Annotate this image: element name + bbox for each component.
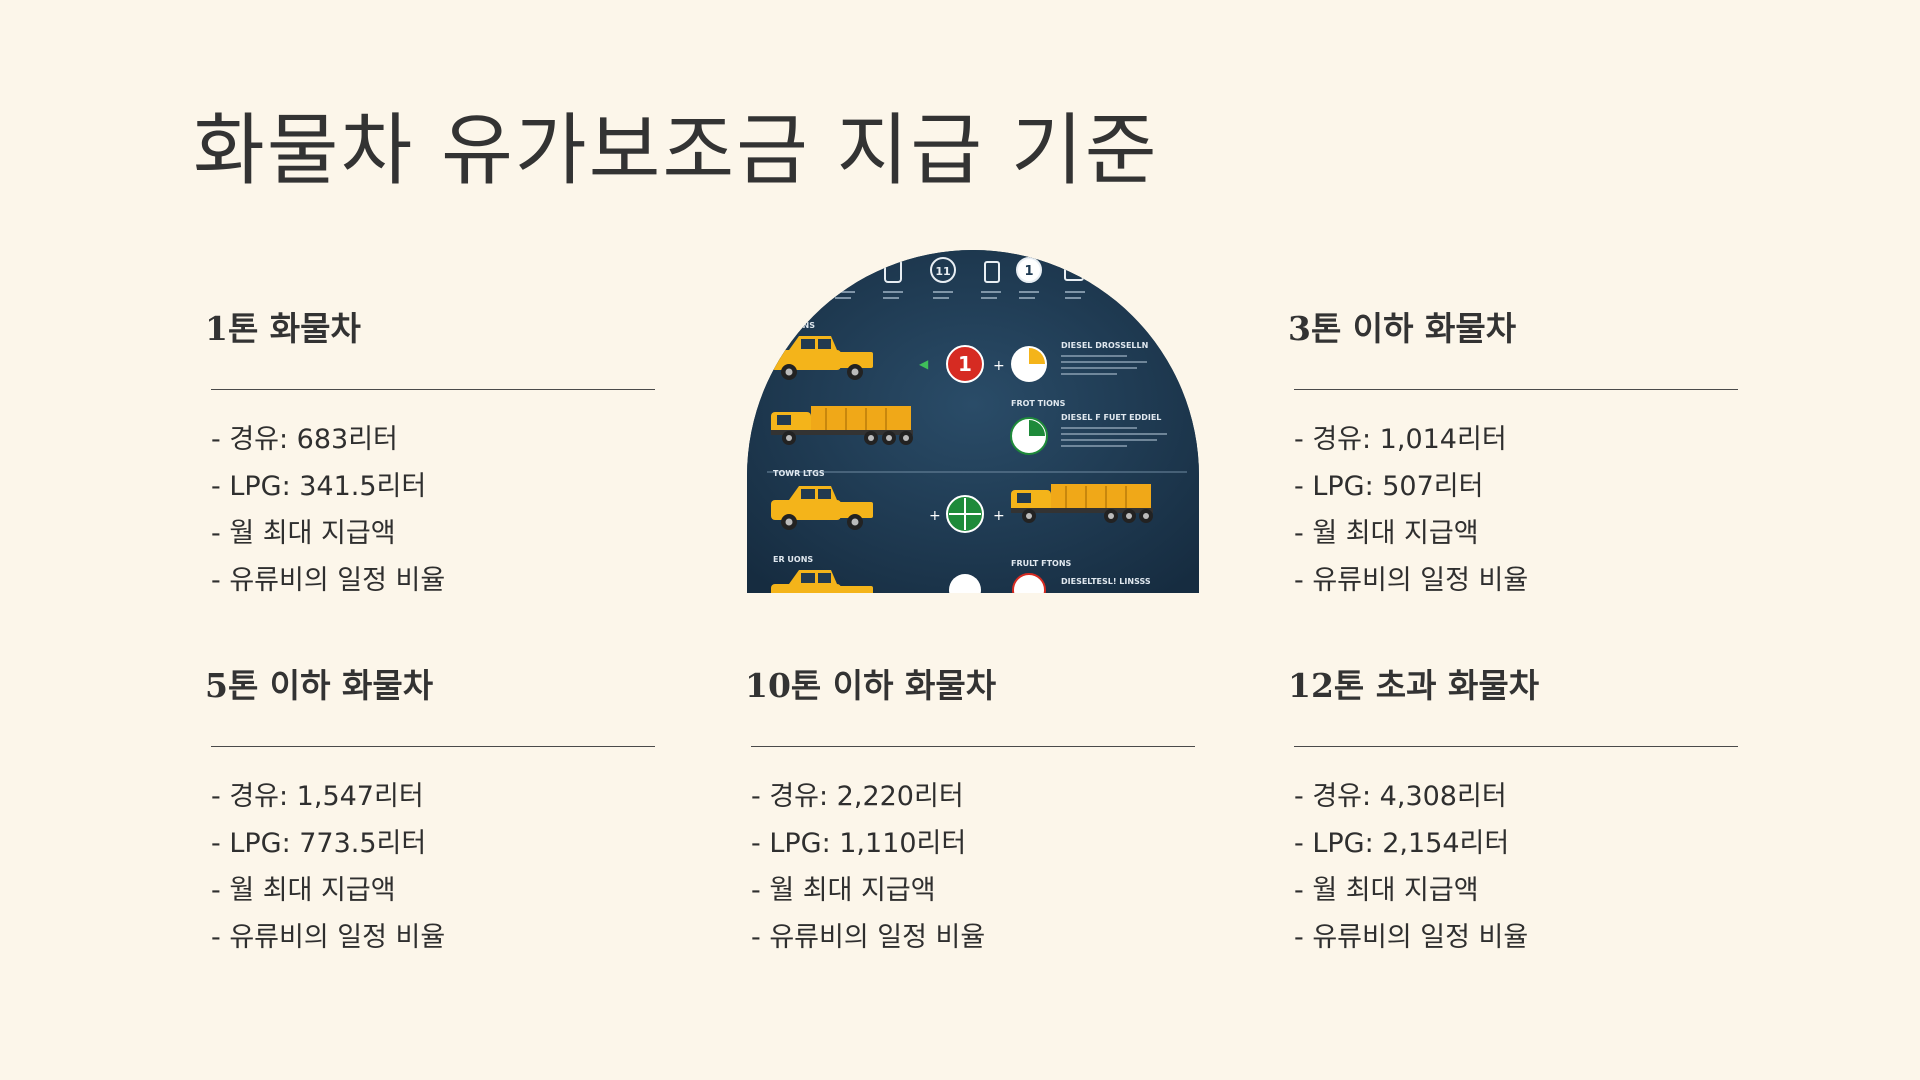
list-item: - LPG: 341.5리터 bbox=[211, 471, 427, 502]
truck-infographic-image: 11 1 E DEKINS ◀ 1 + DIESEL DROSSELLN FRO… bbox=[747, 250, 1199, 593]
number-badge-icon bbox=[1016, 257, 1042, 283]
counter-icon bbox=[930, 257, 956, 283]
list-item: - 유류비의 일정 비율 bbox=[751, 922, 986, 953]
list-item: - 경유: 4,308리터 bbox=[1294, 781, 1507, 812]
icon-number: 1 bbox=[1024, 264, 1033, 279]
list-item: - 월 최대 지급액 bbox=[1294, 875, 1479, 906]
list-item: - LPG: 2,154리터 bbox=[1294, 828, 1510, 859]
card-list: - 경유: 2,220리터 - LPG: 1,110리터 - 월 최대 지급액 … bbox=[745, 773, 1191, 961]
card-title: 1톤 화물차 bbox=[205, 309, 361, 348]
list-item: - 월 최대 지급액 bbox=[751, 875, 936, 906]
list-item: - 월 최대 지급액 bbox=[211, 875, 396, 906]
infographic-label: TOWR LTGS bbox=[773, 469, 825, 478]
infographic-label: DIESEL F FUET EDDIEL bbox=[1061, 413, 1161, 422]
gauge-slice bbox=[1029, 348, 1045, 364]
list-item: - 경유: 683리터 bbox=[211, 424, 398, 455]
list-item: - LPG: 773.5리터 bbox=[211, 828, 427, 859]
number-badge-icon bbox=[946, 345, 984, 383]
list-item: - 유류비의 일정 비율 bbox=[211, 565, 446, 596]
list-item: - 경유: 1,014리터 bbox=[1294, 424, 1507, 455]
icon-number: 11 bbox=[935, 265, 950, 278]
page-title: 화물차 유가보조금 지급 기준 bbox=[193, 106, 1159, 196]
card-list: - 경유: 1,014리터 - LPG: 507리터 - 월 최대 지급액 - … bbox=[1288, 416, 1734, 604]
pump-icon bbox=[984, 261, 1000, 283]
list-item: - 유류비의 일정 비율 bbox=[211, 922, 446, 953]
card-title: 12톤 초과 화물차 bbox=[1288, 666, 1540, 705]
infographic-label: FROT TIONS bbox=[1011, 399, 1066, 408]
badge-number: 1 bbox=[958, 352, 972, 376]
arrow-icon: ◀ bbox=[919, 357, 929, 371]
gauge-icon bbox=[949, 574, 981, 593]
caption-lines bbox=[1061, 355, 1147, 375]
list-item: - 경유: 2,220리터 bbox=[751, 781, 964, 812]
card-divider bbox=[211, 746, 655, 747]
infographic-label: DIESELTESL! LINSSS bbox=[1061, 577, 1151, 586]
list-item: - 유류비의 일정 비율 bbox=[1294, 922, 1529, 953]
card-divider bbox=[1294, 746, 1738, 747]
list-item: - LPG: 507리터 bbox=[1294, 471, 1484, 502]
infographic-label: ER UONS bbox=[773, 555, 813, 564]
infographic-label: E DEKINS bbox=[773, 321, 815, 330]
card-divider bbox=[211, 389, 655, 390]
card-5ton: 5톤 이하 화물차 - 경유: 1,547리터 - LPG: 773.5리터 -… bbox=[205, 661, 655, 961]
card-title: 5톤 이하 화물차 bbox=[205, 666, 434, 705]
list-item: - 월 최대 지급액 bbox=[211, 518, 396, 549]
gauge-icon bbox=[1012, 573, 1046, 593]
plus-icon: + bbox=[929, 508, 941, 524]
card-list: - 경유: 683리터 - LPG: 341.5리터 - 월 최대 지급액 - … bbox=[205, 416, 651, 604]
gauge-slice bbox=[1029, 420, 1045, 436]
card-divider bbox=[751, 746, 1195, 747]
card-list: - 경유: 4,308리터 - LPG: 2,154리터 - 월 최대 지급액 … bbox=[1288, 773, 1734, 961]
plus-icon: + bbox=[993, 358, 1005, 374]
card-title: 3톤 이하 화물차 bbox=[1288, 309, 1517, 348]
list-item: - 유류비의 일정 비율 bbox=[1294, 565, 1529, 596]
fuel-can-icon bbox=[836, 261, 852, 283]
card-10ton: 10톤 이하 화물차 - 경유: 2,220리터 - LPG: 1,110리터 … bbox=[745, 661, 1195, 961]
plus-icon: + bbox=[993, 508, 1005, 524]
card-1ton: 1톤 화물차 - 경유: 683리터 - LPG: 341.5리터 - 월 최대… bbox=[205, 304, 655, 604]
card-divider bbox=[1294, 389, 1738, 390]
infographic-label: FRULT FTONS bbox=[1011, 559, 1072, 568]
card-3ton: 3톤 이하 화물차 - 경유: 1,014리터 - LPG: 507리터 - 월… bbox=[1288, 304, 1738, 604]
card-12ton: 12톤 초과 화물차 - 경유: 4,308리터 - LPG: 2,154리터 … bbox=[1288, 661, 1738, 961]
list-item: - 경유: 1,547리터 bbox=[211, 781, 424, 812]
card-title: 10톤 이하 화물차 bbox=[745, 666, 997, 705]
list-item: - LPG: 1,110리터 bbox=[751, 828, 967, 859]
caption-lines bbox=[1061, 427, 1167, 447]
list-item: - 월 최대 지급액 bbox=[1294, 518, 1479, 549]
infographic-label: DIESEL DROSSELLN bbox=[1061, 341, 1148, 350]
truck-infographic-svg: 11 1 E DEKINS ◀ 1 + DIESEL DROSSELLN FRO… bbox=[747, 250, 1199, 593]
card-list: - 경유: 1,547리터 - LPG: 773.5리터 - 월 최대 지급액 … bbox=[205, 773, 651, 961]
